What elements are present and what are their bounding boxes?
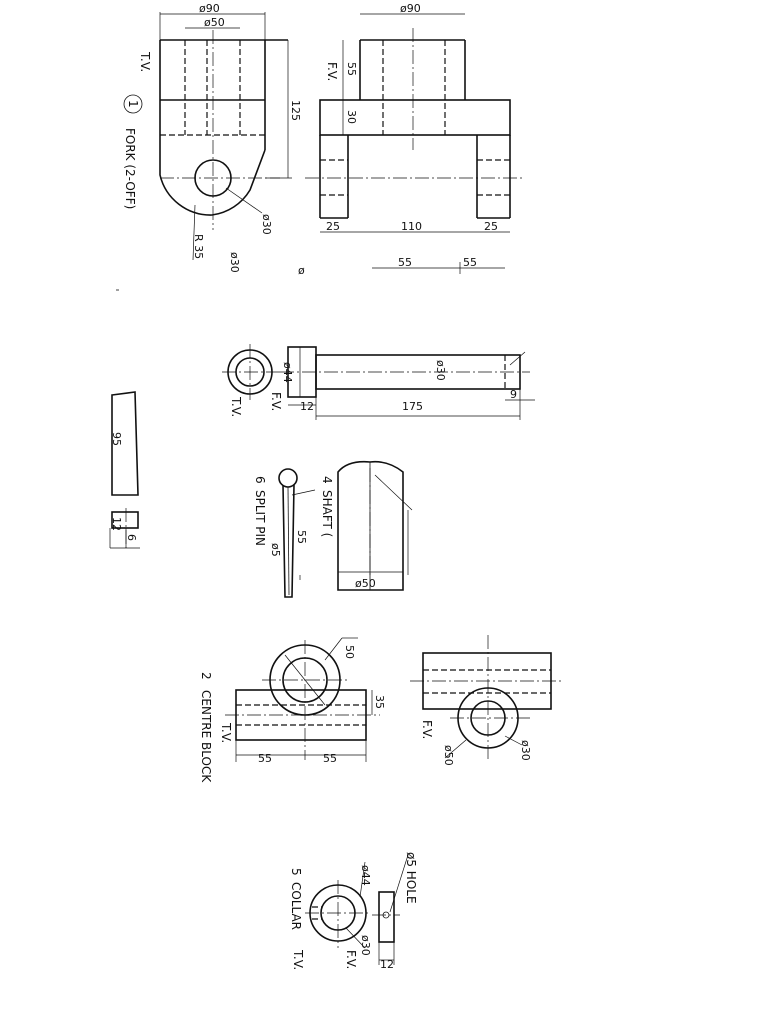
collar-dim-hole: ø5 HOLE [404,852,418,904]
pin-dim-head-len: 12 [300,400,314,413]
side-dim-w2: 6 [125,534,138,541]
centre-block-drawing: 50 35 55 55 T.V. 2 CENTRE BLOCK F.V. ø50… [199,635,562,783]
fork-dim-radius: R 35 [192,234,205,259]
fork-dim-hole: ø30 [260,214,273,235]
fork-stray-mark: ø [298,264,305,277]
centre-fv-label: F.V. [420,720,434,739]
fork-drawing: ø90 ø50 125 ø30 R 35 ø30 T.V. 1 FORK (2-… [123,2,525,277]
centre-title: CENTRE BLOCK [199,690,213,783]
side-dim-length: 95 [110,432,123,446]
pin-dim-length: 175 [402,400,423,413]
centre-number: 2 [199,672,213,680]
pin-dim-end: 9 [510,388,517,401]
fork-dim-inner-dia: ø50 [204,16,225,29]
pin-tv-label: T.V. [229,396,243,417]
centre-dim-inner: ø30 [519,740,532,761]
fork-fv-dim-left: 25 [326,220,340,233]
shaft-number: 4 [320,476,334,484]
fork-number-circle [123,94,143,114]
fork-dim-hole2: ø30 [228,252,241,273]
shaft-title: SHAFT ( [320,490,334,537]
pin-dim-shank: ø30 [434,360,447,381]
fork-dim-height: 125 [289,100,302,121]
collar-fv-label: F.V. [344,950,358,969]
side-dim-w1: 12 [110,517,123,531]
shaft-dim-dia: ø50 [355,577,376,590]
collar-dim-inner: ø30 [359,935,372,956]
fork-fv-dim-h2: 30 [345,110,358,124]
shaft-drawing: 4 SHAFT ( ø50 [320,460,413,591]
centre-dim-half1: 55 [258,752,272,765]
pin-fv-label: F.V. [269,392,283,411]
fork-title: FORK (2-OFF) [123,128,137,209]
fork-number: 1 [126,100,140,108]
collar-number: 5 [289,868,303,876]
centre-tv-label: T.V. [219,722,233,743]
side-part-drawing: 95 12 6 [109,391,140,549]
fork-fv-dim-right: 25 [484,220,498,233]
fork-tv-label: T.V. [138,51,152,72]
collar-title: COLLAR [289,882,303,930]
split-pin-drawing: 6 SPLIT PIN 55 ø5 [253,468,316,598]
pin-drawing: ø44 ø30 12 175 9 T.V. F.V. [222,344,535,420]
split-pin-dim-length: 55 [295,530,308,544]
fork-fv-dim-dia: ø90 [400,2,421,15]
fork-fv-dim-half1: 55 [398,256,412,269]
collar-drawing: 5 COLLAR T.V. F.V. ø44 ø30 ø5 HOLE 12 [289,852,418,971]
collar-dim-outer: ø44 [359,865,372,886]
centre-dim-outer: ø50 [442,745,455,766]
fork-fv-dim-h1: 55 [345,62,358,76]
split-pin-title: SPLIT PIN [253,490,267,546]
collar-tv-label: T.V. [291,949,305,970]
fork-dim-top-dia: ø90 [199,2,220,15]
collar-dim-thick: 12 [380,958,394,971]
split-pin-dim-dia: ø5 [269,543,282,557]
centre-dim-half2: 55 [323,752,337,765]
centre-dim-boss: 50 [343,645,356,659]
centre-dim-height: 35 [373,695,386,709]
fork-fv-dim-half2: 55 [463,256,477,269]
fork-fv-label: F.V. [325,62,339,81]
split-pin-number: 6 [253,476,267,484]
fork-fv-dim-gap: 110 [401,220,422,233]
pin-dim-head: ø44 [281,362,294,383]
